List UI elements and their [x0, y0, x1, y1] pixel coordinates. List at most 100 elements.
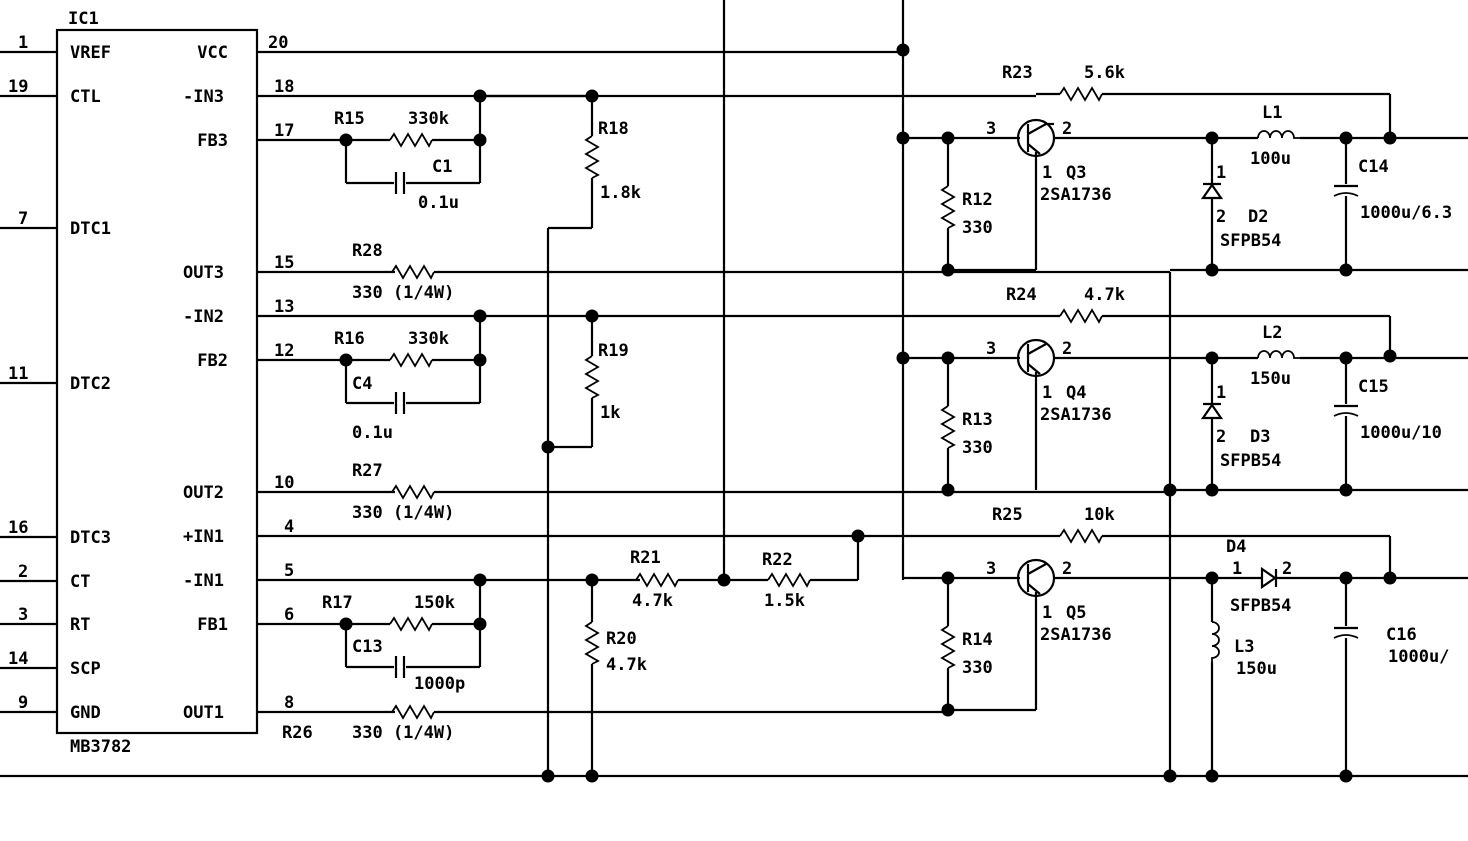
pin-label: GND — [70, 703, 101, 723]
q4-part: 2SA1736 — [1040, 405, 1112, 425]
r23-value: 5.6k — [1084, 63, 1125, 83]
pin-label: OUT1 — [183, 703, 224, 723]
resistor-r28-top: R28 330 (1/4W) — [352, 241, 1170, 303]
l3-value: 150u — [1236, 659, 1277, 679]
r24-value: 4.7k — [1084, 285, 1125, 305]
ic1-part: MB3782 — [70, 737, 131, 757]
pin-mark: 2 — [1216, 427, 1226, 447]
c15-value: 1000u/10 — [1360, 423, 1442, 443]
r14-ref: R14 — [962, 630, 993, 650]
pin-num: 13 — [274, 297, 294, 317]
pin-label: OUT3 — [183, 263, 224, 283]
pin-mark: 2 — [1062, 559, 1072, 579]
resistor-r19 — [584, 355, 600, 399]
pin-num: 10 — [274, 473, 294, 493]
resistor-r16 — [389, 352, 433, 368]
r20-value: 4.7k — [606, 655, 647, 675]
pin-mark: 2 — [1282, 559, 1292, 579]
inductor-l3 — [1211, 621, 1220, 662]
r12-ref: R12 — [962, 190, 993, 210]
q3-stage: 3 2 1 Q3 2SA1736 R12 330 — [903, 118, 1212, 272]
r19-value: 1k — [600, 403, 620, 423]
r17-ref: R17 — [322, 593, 353, 613]
diode-d4 — [1260, 566, 1277, 590]
c16-ref: C16 — [1386, 625, 1417, 645]
r25-value: 10k — [1084, 505, 1115, 525]
junction-dots — [339, 43, 1397, 783]
diode-d2 — [1200, 183, 1224, 200]
resistor-r21 — [635, 572, 679, 588]
pin-mark: 1 — [1042, 383, 1052, 403]
d4-part: SFPB54 — [1230, 596, 1291, 616]
pin-num: 5 — [284, 561, 294, 581]
r18-value: 1.8k — [600, 183, 641, 203]
pin-num: 16 — [8, 518, 28, 538]
r27-ref: R27 — [352, 461, 383, 481]
ic1-name: IC1 — [68, 9, 99, 29]
d2-ref: D2 — [1248, 207, 1268, 227]
q4-stage: 3 2 1 Q4 2SA1736 R13 330 — [903, 338, 1212, 490]
feedback-network-2: R16 330k C4 0.1u — [334, 316, 482, 443]
r19-ref: R19 — [598, 341, 629, 361]
pin-label: CTL — [70, 87, 101, 107]
pin-label: FB1 — [197, 615, 228, 635]
output-filter-3: D4 1 2 SFPB54 L3 150u C16 1000u/ — [1168, 272, 1468, 776]
d4-ref: D4 — [1226, 537, 1246, 557]
r15-value: 330k — [408, 109, 449, 129]
pin-mark: 1 — [1042, 163, 1052, 183]
l2-value: 150u — [1250, 369, 1291, 389]
pin-num: 3 — [18, 605, 28, 625]
c13-value: 1000p — [414, 674, 465, 694]
pin-num: 17 — [274, 121, 294, 141]
c15-ref: C15 — [1358, 377, 1389, 397]
r23-ref: R23 — [1002, 63, 1033, 83]
pin-label: -IN2 — [183, 307, 224, 327]
pin-mark: 1 — [1232, 559, 1242, 579]
pin-label: +IN1 — [183, 527, 224, 547]
pin-label: VREF — [70, 43, 111, 63]
resistor-r26: R26 330 (1/4W) — [282, 704, 948, 743]
r21-ref: R21 — [630, 548, 661, 568]
r27-value: 330 (1/4W) — [352, 503, 454, 523]
r22-value: 1.5k — [764, 591, 805, 611]
resistor-r14 — [940, 625, 956, 669]
r14-value: 330 — [962, 658, 993, 678]
pin-mark: 1 — [1216, 383, 1226, 403]
output-filter-2: L2 150u 1 2 D3 SFPB54 C15 1000u/10 — [1170, 323, 1468, 492]
pin-mark: 1 — [1042, 603, 1052, 623]
resistor-r17 — [389, 616, 433, 632]
c4-ref: C4 — [352, 374, 372, 394]
resistor-r18 — [584, 135, 600, 179]
l3-ref: L3 — [1234, 637, 1254, 657]
q3-part: 2SA1736 — [1040, 185, 1112, 205]
r16-ref: R16 — [334, 329, 365, 349]
diode-d3 — [1200, 403, 1224, 420]
pin-label: -IN3 — [183, 87, 224, 107]
pin-label: DTC1 — [70, 219, 111, 239]
pin-num: 20 — [268, 33, 288, 53]
pin-mark: 3 — [986, 119, 996, 139]
feedback-network-1: R17 150k C13 1000p — [322, 580, 482, 694]
c13-ref: C13 — [352, 637, 383, 657]
pin-label: RT — [70, 615, 90, 635]
r21-value: 4.7k — [632, 591, 673, 611]
c4-value: 0.1u — [352, 423, 393, 443]
pin-num: 12 — [274, 341, 294, 361]
q3-ref: Q3 — [1066, 163, 1086, 183]
resistor-r25 — [1059, 528, 1103, 544]
c1-value: 0.1u — [418, 193, 459, 213]
resistor-r13 — [940, 405, 956, 449]
pin-num: 4 — [284, 517, 294, 537]
inductor-l2 — [1257, 350, 1300, 359]
q5-ref: Q5 — [1066, 603, 1086, 623]
resistor-r24 — [1059, 308, 1103, 324]
pin-mark: 2 — [1062, 119, 1072, 139]
pin-num: 6 — [284, 605, 294, 625]
r18-ref: R18 — [598, 119, 629, 139]
inductor-l1 — [1257, 130, 1300, 139]
r26-ref: R26 — [282, 723, 313, 743]
r25-ref: R25 — [992, 505, 1023, 525]
pin-num: 2 — [18, 562, 28, 582]
pin-label: VCC — [197, 43, 228, 63]
